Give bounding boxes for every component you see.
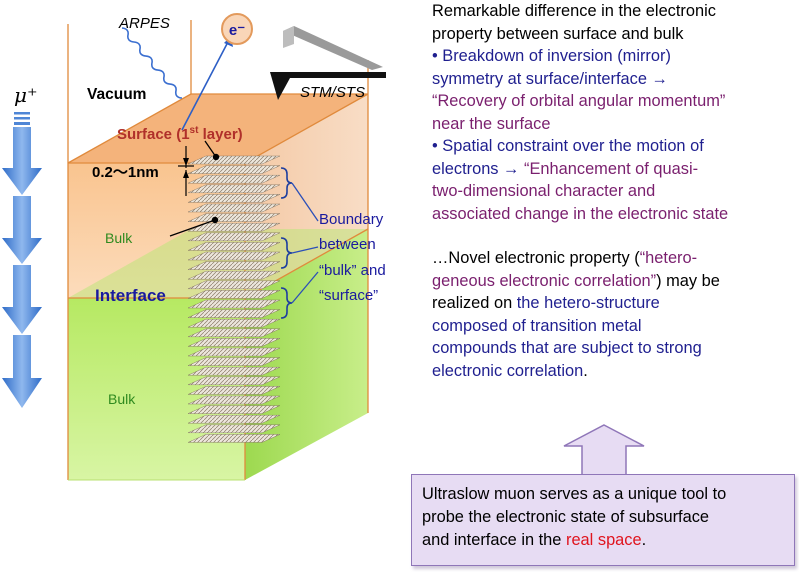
atomic-sheet [187, 184, 281, 194]
stm-label: STM/STS [300, 84, 365, 101]
atomic-sheet [187, 174, 281, 184]
novel-line: compounds that are subject to strong [432, 339, 702, 357]
atomic-sheet [187, 242, 281, 251]
atomic-sheet [187, 271, 281, 280]
atomic-sheet [187, 395, 281, 405]
atomic-sheet [187, 309, 281, 318]
atomic-sheet [187, 424, 281, 433]
callout-line: Ultraslow muon serves as a unique tool t… [422, 485, 727, 503]
bullet-1-line: “Recovery of orbital angular momentum” [432, 92, 726, 110]
electron-path [181, 39, 230, 131]
thickness-label: 0.2～1nm [92, 164, 159, 181]
atomic-sheet [187, 213, 281, 222]
callout-arrow [563, 424, 645, 476]
atomic-sheet [187, 415, 281, 424]
bulk-upper-label: Bulk [105, 230, 133, 246]
bullet-2-line: associated change in the electronic stat… [432, 204, 729, 223]
bulk-lower-label: Bulk [108, 391, 136, 407]
atomic-sheet [187, 290, 281, 299]
atomic-sheet [187, 405, 281, 414]
atomic-sheet [187, 319, 281, 328]
atomic-sheet [187, 357, 281, 366]
muon-beam-arrows [2, 112, 42, 408]
electron-label: e⁻ [229, 22, 245, 39]
atomic-sheet [187, 376, 281, 385]
atomic-sheet [187, 261, 281, 270]
stm-tip-icon [270, 26, 386, 100]
intro-line: Remarkable difference in the electronic [432, 2, 716, 20]
novel-line: realized on the hetero-structure [432, 294, 660, 312]
novel-line: geneous electronic correlation”) may be [432, 271, 720, 290]
callout-line: and interface in the real space. [422, 531, 647, 549]
novel-line: composed of transition metal [432, 316, 642, 335]
atomic-layer-stack [187, 155, 281, 443]
atomic-sheet [187, 155, 281, 165]
atomic-sheet [187, 338, 281, 347]
novel-line: electronic correlation. [432, 361, 588, 380]
atomic-sheet [187, 194, 281, 203]
bullet-2-line: electrons → “Enhancement of quasi- [432, 159, 699, 178]
atomic-sheet [187, 347, 281, 357]
bullet-1-line: symmetry at surface/interface → [432, 69, 668, 88]
atomic-sheet [187, 280, 281, 289]
bullet-2-line: two-dimensional character and [432, 182, 656, 200]
surface-pointer [204, 140, 217, 158]
interface-label: Interface [95, 286, 166, 305]
atomic-sheet [187, 251, 281, 261]
bulk-pointer [169, 219, 216, 237]
electron-icon [221, 13, 253, 45]
atomic-sheet [187, 386, 281, 395]
atomic-sheet [187, 203, 281, 213]
thickness-marker [178, 146, 194, 196]
atomic-sheet [187, 434, 281, 443]
muon-callout-box: Ultraslow muon serves as a unique tool t… [411, 474, 795, 566]
arpes-label: ARPES [118, 15, 170, 32]
novel-line: …Novel electronic property (“hetero- [432, 249, 698, 267]
explanation-text: Remarkable difference in the electronic … [432, 0, 797, 382]
bullet-1-line: near the surface [432, 114, 551, 133]
vacuum-label: Vacuum [87, 86, 146, 103]
muon-label: μ⁺ [14, 83, 38, 107]
bullet-1-line: • Breakdown of inversion (mirror) [432, 47, 671, 65]
atomic-sheet [187, 299, 281, 309]
bullet-2-line: • Spatial constraint over the motion of [432, 137, 704, 155]
callout-line: probe the electronic state of subsurface [422, 508, 710, 526]
atomic-sheet [187, 328, 281, 337]
atomic-sheet [187, 165, 281, 174]
surface-layer-label: Surface (1st layer) [117, 125, 243, 143]
boundary-label: Boundary between “bulk” and “surface” [319, 211, 390, 304]
atomic-sheet [187, 232, 281, 242]
brace-pointer-lines [291, 182, 319, 304]
photon-wave [121, 27, 183, 99]
intro-line: property between surface and bulk [432, 24, 684, 43]
atomic-sheet [187, 367, 281, 376]
